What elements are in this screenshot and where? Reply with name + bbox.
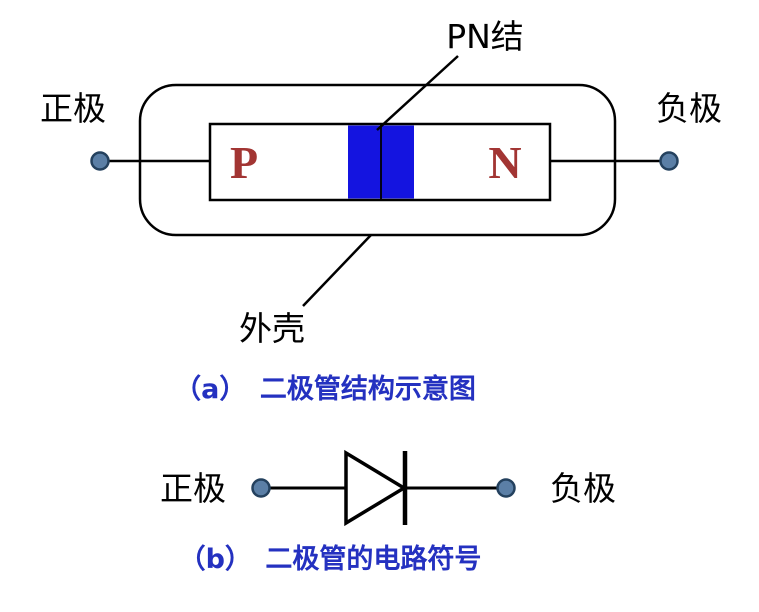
symbol-anode-dot	[251, 478, 271, 498]
cathode-label-a: 负极	[656, 89, 722, 128]
anode-terminal-dot	[90, 151, 110, 171]
anode-label-a: 正极	[40, 89, 106, 128]
caption-a: （a） 二极管结构示意图	[174, 373, 476, 405]
caption-b: （b） 二极管的电路符号	[179, 543, 482, 575]
n-region-letter: N	[488, 137, 521, 188]
symbol-cathode-dot	[496, 478, 516, 498]
cathode-label-b: 负极	[550, 469, 616, 508]
shell-label: 外壳	[239, 309, 305, 348]
cathode-terminal-dot	[659, 151, 679, 171]
pn-junction-label: PN结	[446, 17, 524, 56]
p-region-letter: P	[230, 137, 258, 188]
pn-junction-leader-line	[376, 55, 459, 131]
shell-leader-line	[302, 234, 372, 307]
diode-triangle	[344, 449, 408, 527]
anode-label-b: 正极	[160, 469, 226, 508]
